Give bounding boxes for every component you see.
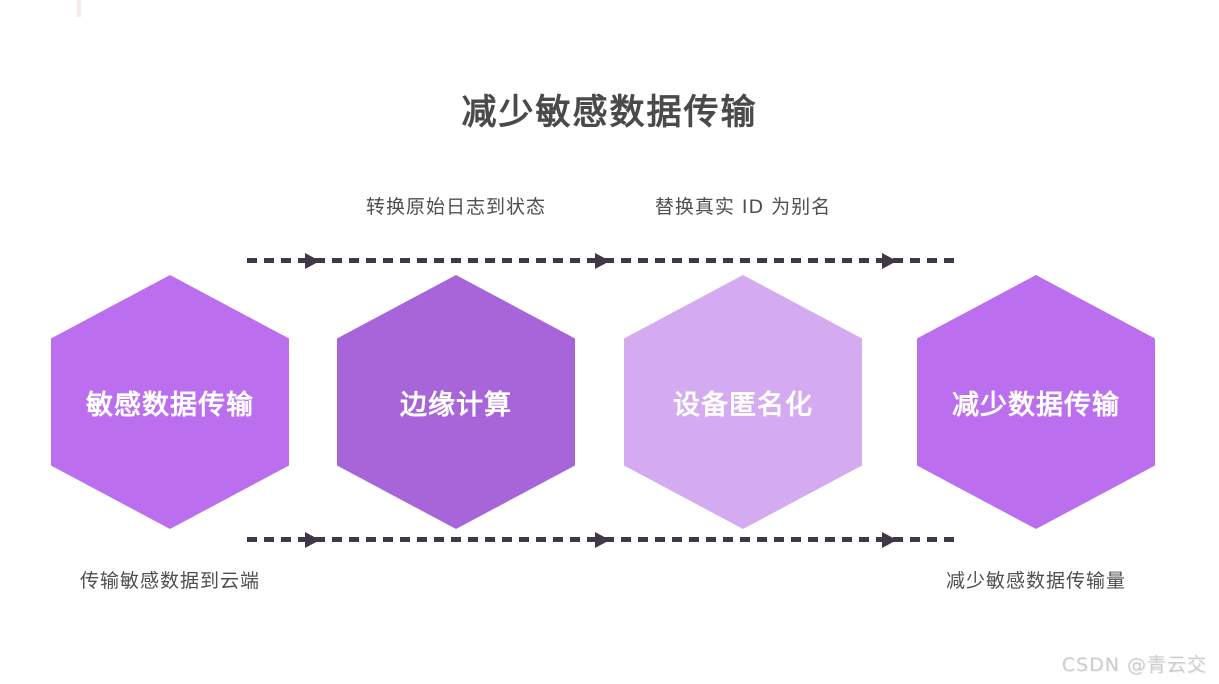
arrowhead-icon [882, 253, 897, 269]
hexagon-step-label: 减少数据传输 [952, 389, 1120, 421]
decorative-tick [77, 0, 81, 17]
arrowhead-icon [595, 532, 610, 548]
hexagon-step-label: 边缘计算 [400, 389, 512, 421]
arrowhead-icon [305, 532, 320, 548]
flow-annotation-transfer-to-cloud: 传输敏感数据到云端 [79, 570, 260, 592]
arrowhead-icon [595, 253, 610, 269]
flow-line-top [247, 253, 955, 269]
hexagon-step-edge-computing: 边缘计算 [337, 275, 575, 529]
flow-annotation-convert-logs: 转换原始日志到状态 [365, 196, 546, 218]
hexagon-step-label: 敏感数据传输 [86, 389, 254, 421]
flow-line-bottom [247, 532, 955, 548]
watermark: CSDN @青云交 [1061, 654, 1207, 676]
arrowhead-icon [882, 532, 897, 548]
flow-annotation-replace-id: 替换真实 ID 为别名 [654, 196, 832, 218]
flow-annotation-reduced-volume: 减少敏感数据传输量 [945, 570, 1126, 592]
hexagon-step-device-anonymization: 设备匿名化 [624, 275, 862, 529]
arrowhead-icon [305, 253, 320, 269]
hexagon-step-label: 设备匿名化 [673, 389, 813, 421]
hexagon-step-reduced-data-transfer: 减少数据传输 [917, 275, 1155, 529]
hexagon-step-sensitive-data-transfer: 敏感数据传输 [51, 275, 289, 529]
page-title: 减少敏感数据传输 [461, 93, 758, 133]
